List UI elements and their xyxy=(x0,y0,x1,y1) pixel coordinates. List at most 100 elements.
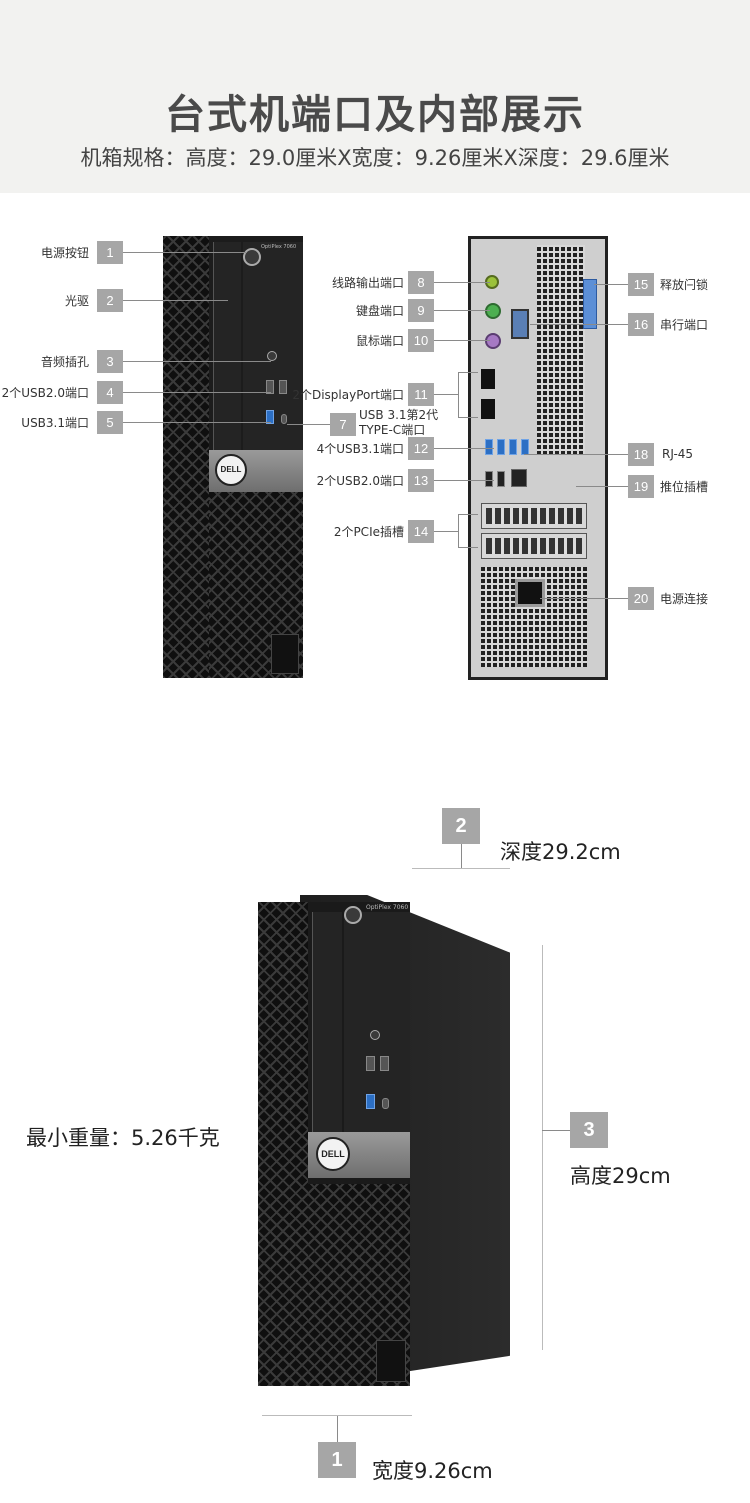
leader-11-bot xyxy=(458,417,478,418)
rear-usb2-1 xyxy=(485,471,493,487)
badge-19: 19 xyxy=(628,475,654,498)
rear-top-vent xyxy=(537,245,585,455)
usb2-port-a xyxy=(266,380,274,394)
label-usb31-rear: 4个USB3.1端口 xyxy=(316,442,404,456)
leader-14-bot xyxy=(458,547,478,548)
front-tower-image: OptiPlex 7060 DELL xyxy=(163,236,303,678)
large-type-c xyxy=(382,1098,389,1109)
pcie-slot-1-vent xyxy=(486,508,582,524)
pcie-slot-1 xyxy=(481,503,587,529)
dell-logo: DELL xyxy=(215,454,247,486)
dim-badge-width: 1 xyxy=(318,1442,356,1478)
leader-19 xyxy=(576,486,628,487)
page-title: 台式机端口及内部展示 xyxy=(165,91,585,138)
large-usb2-a xyxy=(366,1056,375,1071)
badge-5: 5 xyxy=(97,411,123,434)
label-audio-jack: 音频插孔 xyxy=(40,355,89,369)
pcie-slot-2-vent xyxy=(486,538,582,554)
badge-10: 10 xyxy=(408,329,434,352)
leader-11-top xyxy=(458,372,478,373)
dim-badge-depth: 2 xyxy=(442,808,480,844)
leader-18 xyxy=(524,454,628,455)
depth-label: 深度29.2cm xyxy=(500,840,621,864)
badge-14: 14 xyxy=(408,520,434,543)
leader-11 xyxy=(434,394,458,395)
badge-18: 18 xyxy=(628,443,654,466)
leader-12 xyxy=(434,448,494,449)
large-power-button xyxy=(344,906,362,924)
rj45-port xyxy=(511,469,527,487)
large-io-panel xyxy=(344,912,410,1134)
large-optical-drive xyxy=(312,912,342,1164)
large-usb2-b xyxy=(380,1056,389,1071)
power-connector xyxy=(515,579,545,607)
rear-usb31-1 xyxy=(485,439,493,455)
release-latch xyxy=(583,279,597,329)
badge-2: 2 xyxy=(97,289,123,312)
type-c-port xyxy=(281,414,287,424)
leader-13 xyxy=(434,480,494,481)
label-serial-port: 串行端口 xyxy=(660,318,709,332)
audio-jack xyxy=(267,351,277,361)
leader-8 xyxy=(434,282,490,283)
leader-11-bracket xyxy=(458,372,459,418)
leader-16 xyxy=(530,324,628,325)
leader-14-bracket xyxy=(458,514,459,548)
usb2-port-b xyxy=(279,380,287,394)
rear-usb2-2 xyxy=(497,471,505,487)
large-mesh-grille xyxy=(258,902,308,1386)
large-tower-front: OptiPlex 7060 DELL xyxy=(258,902,410,1386)
label-mouse: 鼠标端口 xyxy=(355,334,404,348)
label-usb31-front: USB3.1端口 xyxy=(21,416,89,430)
label-power-button: 电源按钮 xyxy=(40,246,89,260)
label-usb2-rear: 2个USB2.0端口 xyxy=(316,474,404,488)
large-usb31 xyxy=(366,1094,375,1109)
large-audio-jack xyxy=(370,1030,380,1040)
serial-port xyxy=(511,309,529,339)
badge-15: 15 xyxy=(628,273,654,296)
label-type-c-line1: USB 3.1第2代 xyxy=(359,408,439,422)
badge-12: 12 xyxy=(408,437,434,460)
front-mesh-grille xyxy=(163,236,209,678)
displayport-b xyxy=(481,399,495,419)
label-release-latch: 释放闩锁 xyxy=(660,278,709,292)
width-line xyxy=(262,1415,412,1416)
large-dell-band: DELL xyxy=(308,1132,410,1178)
label-pcie: 2个PCIe插槽 xyxy=(333,525,404,539)
height-label: 高度29cm xyxy=(570,1164,671,1188)
leader-2 xyxy=(123,300,228,301)
header-banner: 台式机端口及内部展示 机箱规格：高度：29.0厘米X宽度：9.26厘米X深度：2… xyxy=(0,0,750,193)
front-foot-cutout xyxy=(271,634,299,674)
badge-4: 4 xyxy=(97,381,123,404)
rear-usb31-3 xyxy=(509,439,517,455)
large-front-model-text: OptiPlex 7060 xyxy=(366,904,409,911)
leader-20 xyxy=(540,598,628,599)
badge-8: 8 xyxy=(408,271,434,294)
badge-7: 7 xyxy=(330,413,356,436)
badge-16: 16 xyxy=(628,313,654,336)
pcie-slot-2 xyxy=(481,533,587,559)
leader-1 xyxy=(123,252,163,253)
leader-10 xyxy=(434,340,490,341)
label-displayport: 2个DisplayPort端口 xyxy=(292,388,404,402)
keyboard-port xyxy=(485,303,501,319)
depth-tick xyxy=(461,844,462,868)
leader-3 xyxy=(123,361,271,362)
label-optical-drive: 光驱 xyxy=(64,294,89,308)
label-power-connector: 电源连接 xyxy=(660,592,709,606)
mouse-port xyxy=(485,333,501,349)
large-foot-cutout xyxy=(376,1340,406,1382)
width-tick xyxy=(337,1416,338,1442)
badge-13: 13 xyxy=(408,469,434,492)
rear-usb31-4 xyxy=(521,439,529,455)
power-button[interactable] xyxy=(243,248,261,266)
height-line xyxy=(542,945,543,1350)
badge-1: 1 xyxy=(97,241,123,264)
badge-3: 3 xyxy=(97,350,123,373)
leader-9 xyxy=(434,310,490,311)
label-type-c-line2: TYPE-C端口 xyxy=(359,423,426,437)
front-mesh-lower xyxy=(209,491,303,678)
badge-20: 20 xyxy=(628,587,654,610)
leader-14 xyxy=(434,531,458,532)
label-usb2-front: 2个USB2.0端口 xyxy=(1,386,89,400)
